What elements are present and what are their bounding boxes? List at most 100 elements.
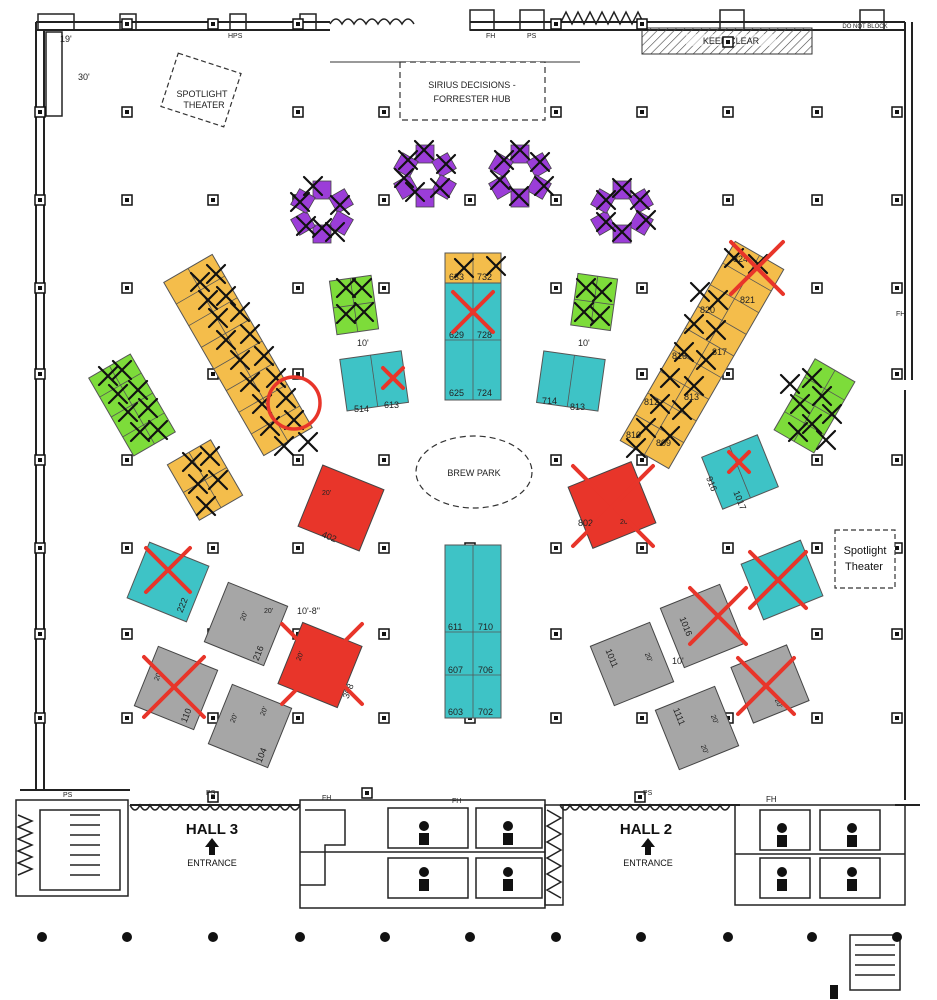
dim-19-label: 19': [60, 34, 72, 44]
red-x-mark: [142, 655, 206, 719]
column-pillar: [550, 712, 562, 724]
column-pillar: [34, 194, 46, 206]
size-20-4: 20': [264, 608, 273, 615]
black-x-mark: [429, 177, 451, 199]
purple-booth[interactable]: [328, 188, 354, 214]
column-pillar: [550, 628, 562, 640]
column-pillar: [722, 106, 734, 118]
red-x-mark: [571, 464, 655, 548]
purple-booth[interactable]: [628, 210, 654, 236]
green-booth-block-right[interactable]: [773, 358, 856, 454]
purple-pod-1[interactable]: [290, 180, 354, 244]
red-x-mark: [727, 450, 751, 474]
red-x-mark: [748, 550, 808, 610]
column-pillar: [636, 106, 648, 118]
purple-pod-3[interactable]: [488, 144, 552, 208]
gray-booth-216[interactable]: [203, 581, 289, 667]
hall-2-entrance[interactable]: ENTRANCE: [623, 858, 673, 868]
column-pillar: [292, 712, 304, 724]
hall-3-entrance[interactable]: ENTRANCE: [187, 858, 237, 868]
purple-booth[interactable]: [290, 188, 316, 214]
black-x-mark: [229, 349, 251, 371]
purple-pod-4[interactable]: [590, 180, 654, 244]
black-x-mark: [671, 399, 693, 421]
gray-booth-1011[interactable]: [589, 621, 675, 707]
black-x-mark: [649, 393, 671, 415]
purple-booth[interactable]: [415, 144, 435, 164]
column-pillar: [378, 542, 390, 554]
teal-booth-514-613[interactable]: [339, 350, 410, 412]
hall-2-arrow-icon: [641, 838, 655, 855]
ps-mid-label: PS: [206, 790, 216, 797]
teal-booth-right-mid[interactable]: [740, 539, 824, 621]
column-pillar: [292, 18, 304, 30]
column-pillar: [811, 542, 823, 554]
gray-booth-1111[interactable]: [654, 685, 740, 771]
hall-3-label: HALL 3: [186, 821, 238, 838]
purple-booth[interactable]: [612, 224, 632, 244]
purple-booth[interactable]: [526, 152, 552, 178]
black-x-mark: [127, 379, 149, 401]
column-pillar: [121, 712, 133, 724]
black-x-mark: [789, 393, 811, 415]
booth-514: 514: [354, 404, 369, 414]
black-x-mark: [529, 151, 551, 173]
purple-booth[interactable]: [415, 188, 435, 208]
column-pillar: [811, 106, 823, 118]
sirius-forrester-hub[interactable]: [399, 61, 546, 121]
dim-10-b: 10': [578, 338, 590, 348]
black-x-mark: [229, 301, 251, 323]
black-x-mark: [635, 209, 657, 231]
black-x-mark: [205, 263, 227, 285]
booth-629: 629: [449, 330, 464, 340]
column-pillar: [34, 106, 46, 118]
black-x-mark: [181, 451, 203, 473]
purple-booth[interactable]: [526, 174, 552, 200]
purple-booth[interactable]: [431, 174, 457, 200]
brew-park[interactable]: [415, 435, 533, 509]
red-x-mark: [144, 546, 192, 594]
black-x-mark: [239, 371, 261, 393]
teal-booth-714-813[interactable]: [535, 350, 606, 412]
purple-booth[interactable]: [590, 210, 616, 236]
purple-booth[interactable]: [590, 188, 616, 214]
purple-booth[interactable]: [510, 144, 530, 164]
gray-booth-1016[interactable]: [659, 583, 745, 669]
column-pillar: [121, 454, 133, 466]
column-pillar: [34, 454, 46, 466]
fh-top-label: FH: [486, 33, 495, 40]
black-x-mark: [591, 281, 613, 303]
purple-booth[interactable]: [312, 180, 332, 200]
black-x-mark: [595, 211, 617, 233]
teal-booth-column-lower[interactable]: [444, 544, 502, 719]
red-booth-402[interactable]: [297, 464, 385, 552]
column-pillar: [634, 791, 646, 803]
yellow-booth-block-left-small[interactable]: [166, 439, 244, 521]
booth-817: 817: [712, 347, 727, 357]
column-pillar: [207, 712, 219, 724]
column-pillar: [121, 282, 133, 294]
column-dot: [465, 932, 475, 942]
purple-booth[interactable]: [612, 180, 632, 200]
booth-732: 732: [477, 272, 492, 282]
black-x-mark: [215, 329, 237, 351]
black-x-mark: [187, 473, 209, 495]
black-x-mark: [683, 313, 705, 335]
black-x-mark: [117, 401, 139, 423]
column-pillar: [292, 542, 304, 554]
black-x-mark: [351, 277, 373, 299]
spotlight-theater-right[interactable]: [834, 529, 896, 589]
spotlight-theater-top[interactable]: [160, 52, 242, 128]
column-pillar: [378, 712, 390, 724]
booth-810: 810: [626, 430, 641, 440]
purple-booth[interactable]: [488, 174, 514, 200]
gray-booth-104[interactable]: [207, 683, 293, 769]
column-pillar: [636, 542, 648, 554]
booth-813b: 813: [684, 392, 699, 402]
selected-booth-circle[interactable]: [266, 375, 322, 431]
black-x-mark: [595, 189, 617, 211]
column-pillar: [121, 106, 133, 118]
black-x-mark: [659, 425, 681, 447]
black-x-mark: [509, 139, 531, 161]
teal-booth-222[interactable]: [126, 541, 210, 623]
